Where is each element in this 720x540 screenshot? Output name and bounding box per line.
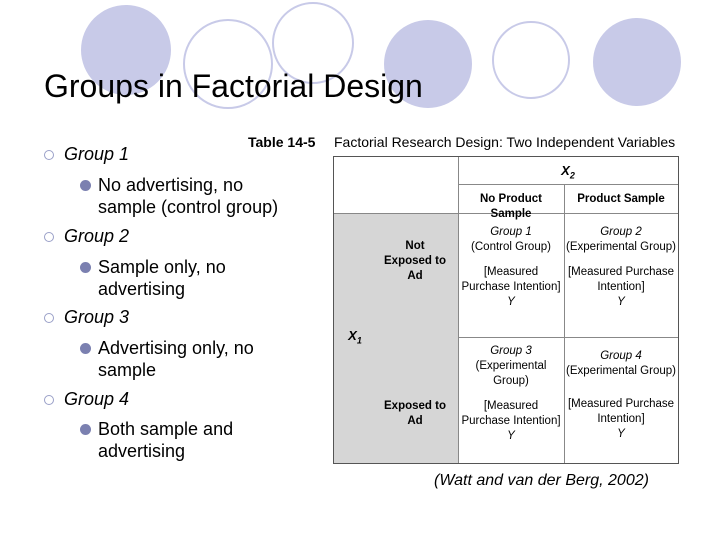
bullet-marker-icon <box>44 312 54 323</box>
bullet-marker-icon <box>44 231 54 242</box>
bullet-detail-line: advertising <box>98 441 186 461</box>
bullet-detail: Advertising only, no sample <box>80 337 310 381</box>
citation: (Watt and van der Berg, 2002) <box>434 472 649 489</box>
bullet-heading: Group 3 <box>64 307 130 327</box>
bullet-detail-line: sample (control group) <box>98 197 279 217</box>
divider <box>458 184 678 185</box>
bullet-detail: No advertising, no sample (control group… <box>80 174 310 218</box>
bullet-detail-line: Both sample and <box>98 419 234 439</box>
bullet-marker-icon <box>44 394 54 405</box>
bullet-dot-icon <box>80 262 91 273</box>
bullet-group-4: Group 4 <box>44 389 129 410</box>
bullet-heading: Group 2 <box>64 226 130 246</box>
deco-circle <box>81 5 171 95</box>
divider <box>458 157 459 463</box>
bullet-group-2: Group 2 <box>44 226 129 247</box>
deco-circle <box>384 20 472 108</box>
deco-circle <box>593 18 681 106</box>
corner-bg <box>334 157 458 213</box>
bullet-heading: Group 4 <box>64 389 130 409</box>
bullet-detail: Both sample and advertising <box>80 418 310 462</box>
col-header-no-sample: No Product Sample <box>480 193 542 220</box>
header-bg <box>458 157 678 213</box>
deco-circle <box>183 19 273 109</box>
bullet-detail-line: sample <box>98 360 157 380</box>
col-header-sample: Product Sample <box>577 193 665 205</box>
bullet-detail-line: No advertising, no <box>98 175 244 195</box>
bullet-dot-icon <box>80 424 91 435</box>
cell-group-2: Group 2 (Experimental Group) [Measured P… <box>566 226 676 308</box>
divider <box>334 213 678 214</box>
row-header-not-exposed: Not Exposed to Ad <box>384 240 446 282</box>
decorative-circles <box>81 2 681 109</box>
divider <box>564 184 565 463</box>
x2-label: X2 <box>561 163 575 181</box>
deco-circle <box>272 2 354 84</box>
bullet-group-1: Group 1 <box>44 144 129 165</box>
bullet-detail-line: advertising <box>98 279 186 299</box>
bullet-heading: Group 1 <box>64 144 130 164</box>
divider <box>458 337 678 338</box>
table-caption: Table 14-5 <box>248 134 316 150</box>
factorial-table: X2 No Product Sample Product Sample Not … <box>333 156 679 464</box>
bullet-detail: Sample only, no advertising <box>80 256 310 300</box>
bullet-dot-icon <box>80 180 91 191</box>
slide-title: Groups in Factorial Design <box>44 68 423 104</box>
cell-group-4: Group 4 (Experimental Group) [Measured P… <box>566 350 676 440</box>
x1-label: X1 <box>348 328 362 346</box>
bullet-marker-icon <box>44 149 54 160</box>
deco-circle <box>492 21 570 99</box>
bullet-detail-line: Advertising only, no <box>98 338 254 358</box>
bullet-group-3: Group 3 <box>44 307 129 328</box>
bullet-detail-line: Sample only, no <box>98 257 226 277</box>
cell-group-1: Group 1 (Control Group) [Measured Purcha… <box>461 226 561 308</box>
bullet-dot-icon <box>80 343 91 354</box>
table-title: Factorial Research Design: Two Independe… <box>334 134 676 150</box>
row-header-exposed: Exposed to Ad <box>384 400 446 427</box>
cell-group-3: Group 3 (Experimental Group) [Measured P… <box>461 345 561 442</box>
cells-bg <box>458 213 678 463</box>
